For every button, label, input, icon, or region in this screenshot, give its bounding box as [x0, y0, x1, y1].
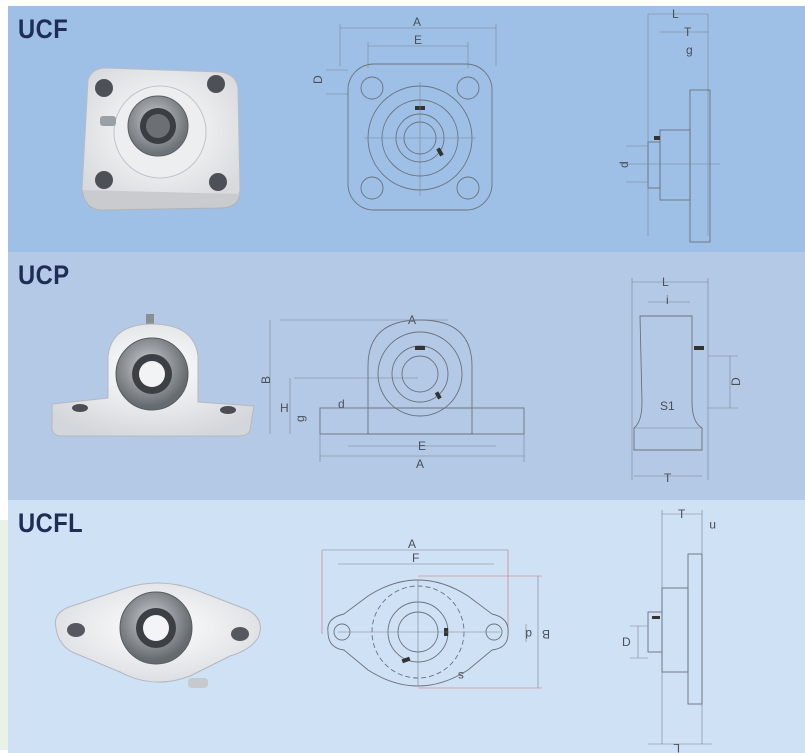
- ucf-side-drawing: L T g d: [617, 7, 720, 243]
- ucf-front-label-a: A: [413, 15, 421, 29]
- ucp-front-label-h: H: [280, 401, 289, 415]
- ucf-front-drawing: A E D: [311, 15, 497, 211]
- ucfl-front-drawing: A F B d s: [321, 537, 550, 689]
- ucp-side-label-l: L: [662, 275, 669, 289]
- ucp-front-label-g: g: [293, 415, 307, 422]
- ucfl-front-label-s: s: [458, 669, 464, 683]
- ucp-front-label-d: d: [338, 397, 345, 411]
- ucfl-front-label-f: F: [412, 551, 419, 565]
- ucfl-side-label-t: T: [678, 507, 686, 521]
- left-accent: [0, 520, 8, 750]
- ucf-side-label-g: g: [686, 43, 693, 57]
- ucf-front-label-d: D: [311, 75, 325, 84]
- ucp-side-label-i: i: [666, 293, 669, 307]
- ucf-product-image: [81, 67, 241, 211]
- section-ucfl: UCFL A F: [8, 500, 805, 753]
- ucfl-front-label-b: B: [542, 627, 550, 641]
- ucfl-side-label-l: L: [673, 741, 680, 753]
- ucfl-front-label-a: A: [408, 537, 416, 551]
- ucp-side-label-d: D: [729, 377, 743, 386]
- ucf-front-label-e: E: [414, 33, 422, 47]
- section-ucf: UCF A: [8, 6, 805, 252]
- ucfl-side-drawing: T n D L: [622, 507, 716, 753]
- ucp-side-label-t: T: [664, 471, 672, 485]
- ucfl-front-label-d: d: [525, 627, 532, 641]
- ucp-front-drawing: A B H g d E A: [259, 313, 525, 471]
- section-title-ucf: UCF: [18, 14, 69, 44]
- ucp-side-drawing: L i D S1 T: [631, 275, 743, 485]
- ucf-side-label-t: T: [684, 25, 692, 39]
- section-ucp: UCP A B H: [8, 252, 805, 500]
- ucp-front-label-a-bottom: A: [416, 457, 424, 471]
- section-title-ucp: UCP: [18, 260, 70, 290]
- ucp-product-image: [51, 314, 255, 437]
- ucfl-product-image: [54, 582, 261, 688]
- ucf-side-label-l: L: [672, 7, 679, 21]
- ucfl-side-label-n: n: [709, 519, 716, 533]
- ucp-front-label-e: E: [418, 439, 426, 453]
- ucfl-side-label-d: D: [622, 635, 631, 649]
- ucf-side-label-d: d: [617, 161, 631, 168]
- section-title-ucfl: UCFL: [18, 508, 84, 538]
- ucp-side-label-s1: S1: [660, 399, 675, 413]
- ucp-front-label-b: B: [259, 376, 273, 384]
